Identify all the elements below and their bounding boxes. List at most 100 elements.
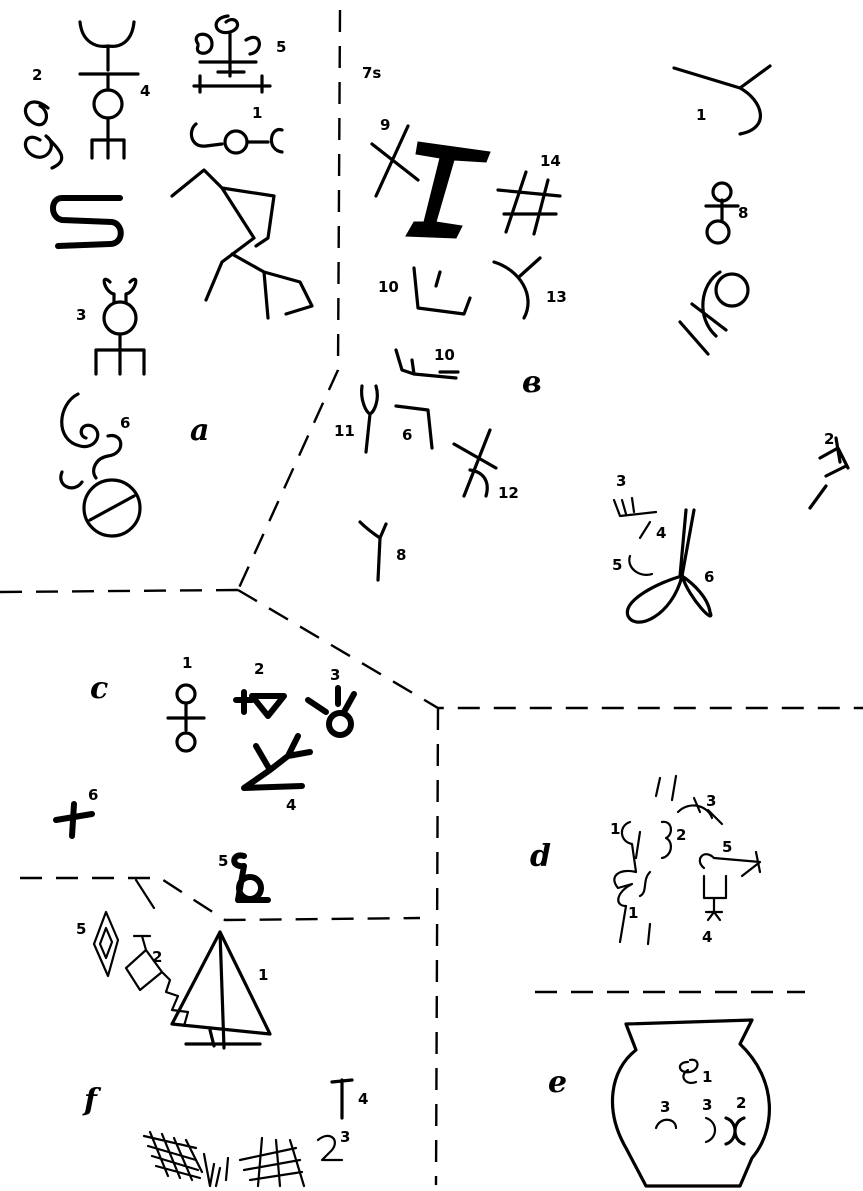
sign-e-3a: 3 [656,1098,676,1128]
sign-c-1: 1 [168,654,204,751]
sign-c-4: 4 [244,736,310,814]
sign-label: 4 [358,1090,368,1108]
section-letter-a: a [190,413,209,448]
sign-c-3: 3 [308,666,354,735]
sign-b-12: 12 [454,430,519,502]
section-letter-e: e [548,1065,567,1100]
sign-label: 1 [258,966,268,984]
sign-label: 3 [340,1128,350,1146]
sign-b-5: 6 [396,406,432,448]
sign-c-5: 5 [218,852,268,900]
sign-label: 3 [76,306,86,324]
sign-label: 4 [286,796,296,814]
sign-a-2: 2 [25,66,61,168]
section-dividers [0,10,863,1185]
sign-label: 13 [546,288,567,306]
divider-b-c-d [238,590,863,708]
sign-label: 5 [76,920,86,938]
sign-label: 2 [152,948,162,966]
sign-b-pillar [406,142,490,238]
sign-f-hatching [144,1132,304,1186]
sign-label: 1 [628,904,638,922]
sign-b-10: 10 [378,268,470,314]
sign-label: 4 [140,82,150,100]
sign-label: 9 [380,116,390,134]
sign-f-5: 5 [76,880,154,976]
sign-label: 3 [702,1096,712,1114]
sign-e-2: 2 [726,1094,746,1144]
sign-d-2: 2 [662,822,686,858]
sign-e-3b: 3 [702,1096,715,1142]
sign-label: 2 [254,660,264,678]
sign-label: 12 [498,484,519,502]
sign-label: 8 [738,204,748,222]
sign-label: 10 [434,346,455,364]
section-a: a 2 4 5 1 [25,16,312,536]
sign-label: 3 [660,1098,670,1116]
sign-a-3: 3 [76,279,144,374]
section-letter-c: c [90,671,108,706]
sign-e-1: 1 [680,1060,712,1086]
section-letter-d: d [530,839,551,874]
sign-label: 1 [610,820,620,838]
sign-b-10-lower: 10 [396,346,458,378]
sign-label: 10 [378,278,399,296]
sign-f-4: 4 [332,1080,368,1118]
sign-label: 6 [704,568,714,586]
sign-label-top: 7s [362,64,381,82]
sign-label: 6 [88,786,98,804]
sign-label: 2 [676,826,686,844]
sign-a-6: 6 [61,394,140,536]
divider-a-c [0,590,238,592]
sign-c-2: 2 [236,660,284,716]
divider-c-d [436,708,438,1185]
sign-label: 3 [706,792,716,810]
sign-label: 1 [252,104,262,122]
sign-b-14: 14 [498,152,561,234]
sign-label: 1 [702,1068,712,1086]
sign-f-3: 3 [318,1128,350,1160]
divider-a-b [238,10,340,590]
sign-b-7: 8 [360,522,406,580]
sign-label: 2 [824,430,834,448]
divider-c-f [20,878,420,920]
sign-a-serpent [53,198,121,246]
sign-label: 5 [276,38,286,56]
sign-f-1: 1 [172,932,270,1048]
sign-label: 8 [396,546,406,564]
section-d: d 1 1 2 3 5 4 [530,776,760,946]
sign-label: 11 [334,422,355,440]
sign-label: 4 [656,524,666,542]
sign-b-4: 4 [640,522,666,542]
sign-label: 6 [120,414,130,432]
section-e: e 1 3 3 2 [548,1020,769,1186]
section-letter-b: в [522,365,542,400]
sign-label: 2 [736,1094,746,1112]
sign-b-6: 6 [627,510,714,622]
sign-label: 4 [702,928,712,946]
section-letter-f: f [82,1083,102,1118]
sign-label: 2 [32,66,42,84]
sign-b-13: 13 [494,258,567,318]
sign-label: 6 [402,426,412,444]
sign-b-2: 2 [810,430,848,508]
sign-b-5b: 5 [612,556,652,575]
sign-label: 5 [612,556,622,574]
sign-label: 5 [722,838,732,856]
sign-label: 1 [696,106,706,124]
sign-label: 1 [182,654,192,672]
sign-b-1: 1 [674,66,770,134]
sign-d-4: 4 [702,876,726,946]
sign-label: 5 [218,852,228,870]
sign-b-3: 3 [614,472,656,516]
section-b: в 7s 9 14 10 13 10 [334,64,848,622]
sign-a-4: 4 [80,22,150,158]
sign-c-6: 6 [56,786,98,836]
sign-b-8: 8 [706,183,748,243]
sign-label: 3 [616,472,626,490]
sign-a-5: 5 [194,16,286,92]
section-f: f 5 2 1 4 3 [76,880,368,1186]
sign-d-5: 5 [700,838,760,876]
sign-b-curve [680,272,748,354]
